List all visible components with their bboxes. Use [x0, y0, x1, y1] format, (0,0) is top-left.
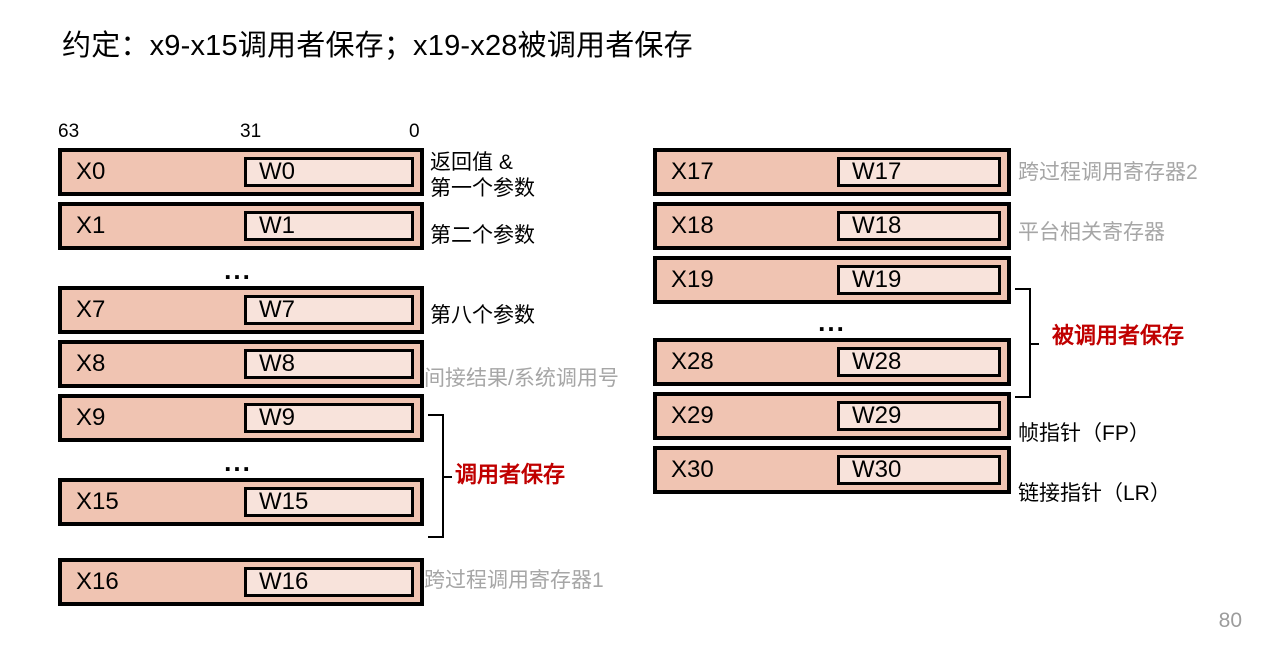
note-x0-return-value-first-arg: 返回值 & 第一个参数 [430, 151, 535, 200]
ellipsis-right: ... [818, 306, 846, 337]
register-gap-x15-x16 [58, 532, 424, 558]
subregister-box-w8: W8 [244, 349, 414, 379]
register-row-x18: X18 W18 [653, 202, 1011, 250]
subregister-name-w17: W17 [852, 158, 902, 185]
subregister-box-w1: W1 [244, 211, 414, 241]
register-name-x17: X17 [671, 158, 714, 185]
subregister-box-w30: W30 [837, 455, 1001, 485]
note-x7-eighth-arg: 第八个参数 [430, 304, 535, 327]
register-row-x19: X19 W19 [653, 256, 1011, 304]
subregister-box-w29: W29 [837, 401, 1001, 431]
subregister-box-w7: W7 [244, 295, 414, 325]
register-row-x16: X16 W16 [58, 558, 424, 606]
subregister-name-w7: W7 [259, 296, 295, 323]
register-row-x17: X17 W17 [653, 148, 1011, 196]
slide-title: 约定：x9-x15调用者保存；x19-x28被调用者保存 [62, 30, 693, 62]
subregister-name-w1: W1 [259, 212, 295, 239]
register-name-x0: X0 [76, 158, 106, 185]
register-row-x8: X8 W8 [58, 340, 424, 388]
note-x17-ip1-register: 跨过程调用寄存器2 [1018, 161, 1198, 184]
bit-label-msb: 63 [58, 121, 80, 142]
subregister-name-w29: W29 [852, 402, 902, 429]
note-x18-platform-register: 平台相关寄存器 [1018, 221, 1165, 244]
note-x30-link-register: 链接指针（LR） [1018, 482, 1171, 505]
register-row-x29: X29 W29 [653, 392, 1011, 440]
register-name-x16: X16 [76, 568, 119, 595]
subregister-name-w30: W30 [852, 456, 902, 483]
register-row-x0: X0 W0 [58, 148, 424, 196]
bit-label-lsb: 0 [409, 121, 420, 142]
register-row-x7: X7 W7 [58, 286, 424, 334]
register-name-x15: X15 [76, 488, 119, 515]
register-row-x15: X15 W15 [58, 478, 424, 526]
register-name-x19: X19 [671, 266, 714, 293]
note-x1-second-arg: 第二个参数 [430, 224, 535, 247]
bracket-caller-saved [428, 414, 452, 538]
register-name-x7: X7 [76, 296, 106, 323]
note-caller-saved: 调用者保存 [455, 462, 566, 487]
register-row-x9: X9 W9 [58, 394, 424, 442]
bit-ruler: 63 31 0 [58, 122, 424, 146]
register-name-x30: X30 [671, 456, 714, 483]
bit-label-mid: 31 [240, 121, 262, 142]
register-gap-x10-x14: ... [58, 448, 424, 478]
register-name-x9: X9 [76, 404, 106, 431]
page-number: 80 [1218, 609, 1242, 632]
register-name-x8: X8 [76, 350, 106, 377]
register-name-x18: X18 [671, 212, 714, 239]
subregister-box-w15: W15 [244, 487, 414, 517]
register-column-right: X17 W17 X18 W18 X19 W19 ... X28 W28 [653, 148, 1011, 500]
register-gap-x20-x27: ... [653, 308, 1011, 338]
bracket-callee-saved [1015, 288, 1039, 398]
register-gap-x2-x6: ... [58, 256, 424, 286]
subregister-box-w0: W0 [244, 157, 414, 187]
register-name-x29: X29 [671, 402, 714, 429]
note-x29-frame-pointer: 帧指针（FP） [1018, 422, 1150, 445]
ellipsis-left-lower: ... [224, 446, 252, 477]
note-x8-indirect-result: 间接结果/系统调用号 [424, 367, 619, 390]
ellipsis-left-upper: ... [224, 254, 252, 285]
subregister-name-w0: W0 [259, 158, 295, 185]
subregister-box-w17: W17 [837, 157, 1001, 187]
subregister-name-w18: W18 [852, 212, 902, 239]
subregister-name-w28: W28 [852, 348, 902, 375]
register-name-x1: X1 [76, 212, 106, 239]
register-name-x28: X28 [671, 348, 714, 375]
subregister-name-w15: W15 [259, 488, 309, 515]
subregister-box-w19: W19 [837, 265, 1001, 295]
subregister-name-w19: W19 [852, 266, 902, 293]
register-row-x1: X1 W1 [58, 202, 424, 250]
register-row-x30: X30 W30 [653, 446, 1011, 494]
subregister-box-w18: W18 [837, 211, 1001, 241]
subregister-box-w28: W28 [837, 347, 1001, 377]
note-x16-ip0-register: 跨过程调用寄存器1 [424, 569, 604, 592]
note-callee-saved: 被调用者保存 [1052, 323, 1185, 348]
subregister-box-w9: W9 [244, 403, 414, 433]
subregister-name-w9: W9 [259, 404, 295, 431]
register-column-left: X0 W0 X1 W1 ... X7 W7 X8 W8 [58, 148, 424, 612]
subregister-box-w16: W16 [244, 567, 414, 597]
register-row-x28: X28 W28 [653, 338, 1011, 386]
subregister-name-w8: W8 [259, 350, 295, 377]
subregister-name-w16: W16 [259, 568, 309, 595]
